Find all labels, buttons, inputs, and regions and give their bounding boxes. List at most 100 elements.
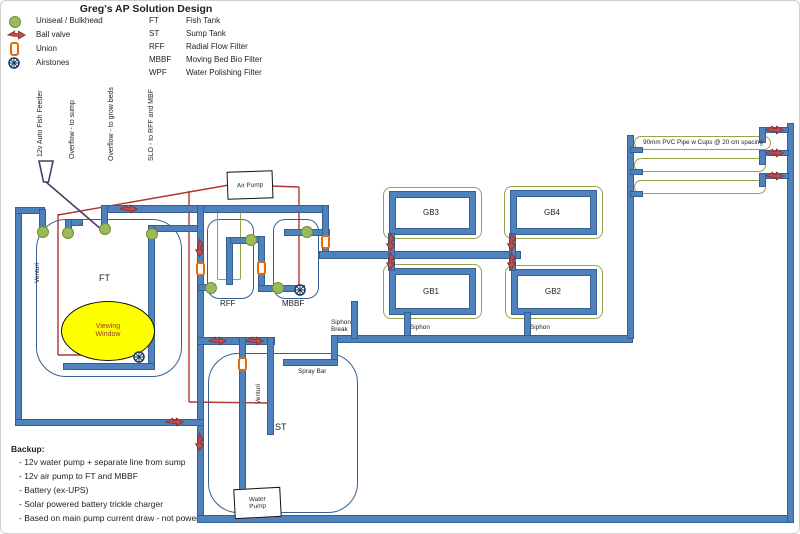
- uniseal-icon: [37, 226, 49, 238]
- rff-label: RFF: [220, 299, 236, 308]
- backup-heading: Backup:: [11, 444, 45, 454]
- uniseal-icon: [62, 227, 74, 239]
- backup-item: - Solar powered battery trickle charger: [19, 499, 164, 509]
- airstone-icon: [133, 351, 145, 363]
- pipe-siphon-break: [351, 301, 358, 339]
- fish-tank-label: FT: [99, 273, 110, 283]
- pipe-nft2-drain-stub: [630, 169, 643, 175]
- ball-valve-icon: [164, 417, 185, 427]
- nft-pipe-1: [634, 136, 771, 150]
- legend-label: Uniseal / Bulkhead: [36, 16, 103, 25]
- pipe-ft-overflow-down: [15, 207, 22, 426]
- ball-valve-icon: [385, 232, 396, 252]
- grow-bed-3: [383, 187, 482, 239]
- ball-valve-icon: [506, 232, 517, 252]
- pipe-gb-right-riser: [509, 233, 516, 271]
- union-icon: [238, 357, 247, 371]
- siphon-label-gb2: Siphon: [530, 324, 550, 331]
- gb2-label: GB2: [545, 287, 562, 296]
- abbr-key: MBBF: [149, 55, 172, 64]
- legend-label: Ball valve: [36, 30, 71, 39]
- pipe-nft1-drain-stub: [630, 147, 643, 153]
- gb2-pipe-loop: [512, 270, 596, 314]
- ball-valve-icon: [764, 171, 785, 181]
- water-pump-label: Water Pump: [248, 495, 267, 511]
- backup-item: - Based on main pump current draw - not …: [19, 513, 200, 523]
- pipe-bottom-run: [197, 515, 794, 523]
- nft-pipe-2: [634, 158, 766, 172]
- uniseal-icon: [99, 223, 111, 235]
- backup-item: - Battery (ex-UPS): [19, 485, 89, 495]
- sump-tank: [208, 353, 358, 513]
- grow-bed-1: [383, 264, 482, 319]
- pipe-nft-return: [627, 135, 634, 339]
- pipe-nft3-drain-stub: [630, 191, 643, 197]
- ball-valve-icon: [764, 125, 785, 135]
- abbr-key: RFF: [149, 42, 165, 51]
- abbr-label: Moving Bed Bio Filter: [186, 55, 263, 64]
- grow-bed-2: [505, 265, 603, 319]
- venturi-label-ft: Venturi: [34, 263, 41, 283]
- fish-tank: [36, 219, 182, 377]
- abbr-label: Fish Tank: [186, 16, 221, 25]
- pipe-gb-left-riser: [388, 233, 395, 271]
- abbr-key: FT: [149, 16, 159, 25]
- ball-valve-icon: [244, 336, 265, 346]
- label-overflow-sump: Overflow - to sump: [69, 100, 76, 159]
- air-pump-label: Air Pump: [236, 181, 264, 189]
- backup-item: - 12v water pump + separate line from su…: [19, 457, 186, 467]
- mbbf-label: MBBF: [282, 299, 305, 308]
- viewing-window-label: Viewing Window: [95, 323, 121, 338]
- airstone-icon: [8, 57, 20, 69]
- union-icon: [321, 235, 330, 249]
- moving-bed-bio-filter: [273, 219, 319, 299]
- abbr-label: Sump Tank: [186, 29, 226, 38]
- pipe-spray-bar: [283, 359, 338, 366]
- ball-valve-icon: [194, 432, 205, 452]
- uniseal-icon: [146, 228, 158, 240]
- abbr-key: ST: [149, 29, 160, 38]
- gb4-label: GB4: [544, 208, 561, 217]
- ball-valve-icon: [118, 204, 139, 214]
- airstone-icon: [294, 284, 306, 296]
- union-icon: [196, 262, 205, 276]
- radial-flow-filter: [207, 219, 254, 299]
- abbr-key: WPF: [149, 68, 167, 77]
- backup-item: - 12v air pump to FT and MBBF: [19, 471, 138, 481]
- label-fish-feeder: 12v Auto Fish Feeder: [37, 90, 44, 157]
- ball-valve-icon: [506, 251, 517, 271]
- uniseal-icon: [9, 16, 21, 28]
- spray-bar-label: Spray Bar: [298, 368, 327, 375]
- legend-label: Airstones: [36, 58, 70, 67]
- pipe-nft3-feed-riser: [759, 173, 766, 187]
- uniseal-icon: [205, 282, 217, 294]
- gb3-label: GB3: [423, 208, 440, 217]
- ball-valve-icon: [207, 336, 228, 346]
- gb3-pipe-loop: [390, 192, 475, 234]
- label-slo: SLO - to RFF and MBF: [148, 89, 155, 161]
- page-title: Greg's AP Solution Design: [79, 3, 213, 15]
- nft-pipe-3: [634, 180, 766, 194]
- label-overflow-growbeds: Overflow - to grow beds: [108, 87, 115, 161]
- ball-valve-icon: [194, 238, 205, 258]
- gb1-label: GB1: [423, 287, 440, 296]
- ball-valve-icon: [6, 30, 27, 40]
- grow-bed-4: [504, 186, 603, 239]
- legend-label: Union: [36, 44, 57, 53]
- pipe-gb-distribution: [319, 251, 521, 259]
- ball-valve-icon: [385, 251, 396, 271]
- siphon-break-label: Siphon Break: [331, 319, 351, 333]
- nft-pipe-label: 90mm PVC Pipe w Cups @ 20 cm spacing: [643, 139, 763, 146]
- union-icon: [10, 42, 19, 56]
- uniseal-icon: [272, 282, 284, 294]
- pipe-st-venturi: [267, 337, 274, 435]
- pipe-rff-internal: [226, 237, 233, 285]
- venturi-label-st: Venturi: [255, 384, 262, 404]
- union-icon: [257, 261, 266, 275]
- uniseal-icon: [245, 234, 257, 246]
- pipe-return-line: [331, 335, 633, 343]
- pipe-nft-supply-riser: [787, 123, 794, 523]
- pipe-ft-standpipe: [148, 234, 155, 370]
- viewing-window: Viewing Window: [61, 301, 155, 361]
